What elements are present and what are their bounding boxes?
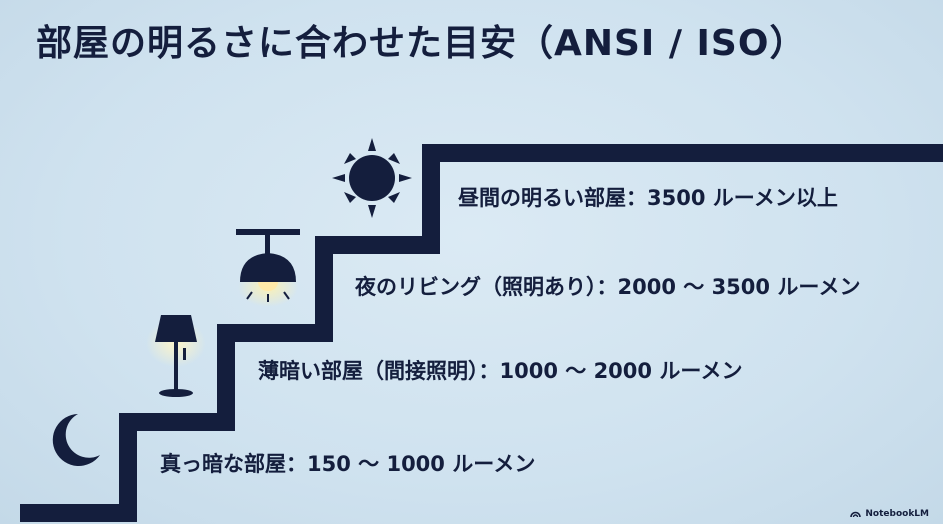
notebook-logo-icon <box>850 511 862 518</box>
staircase-line <box>20 144 943 522</box>
page-title: 部屋の明るさに合わせた目安（ANSI / ISO） <box>36 23 807 64</box>
step-label-bright-day: 昼間の明るい部屋：3500 ルーメン以上 <box>458 186 838 210</box>
sun-icon <box>332 138 412 218</box>
brand-name: NotebookLM <box>865 509 929 519</box>
brand-watermark: NotebookLM <box>850 509 929 519</box>
step-label-dark-room: 真っ暗な部屋：150 〜 1000 ルーメン <box>160 452 536 476</box>
table-lamp-icon <box>146 315 206 397</box>
step-label-night-living: 夜のリビング（照明あり）：2000 〜 3500 ルーメン <box>355 275 861 299</box>
step-label-dim-room: 薄暗い部屋（間接照明）：1000 〜 2000 ルーメン <box>258 359 743 383</box>
ceiling-lamp-icon <box>236 229 300 307</box>
moon-icon <box>52 414 100 466</box>
